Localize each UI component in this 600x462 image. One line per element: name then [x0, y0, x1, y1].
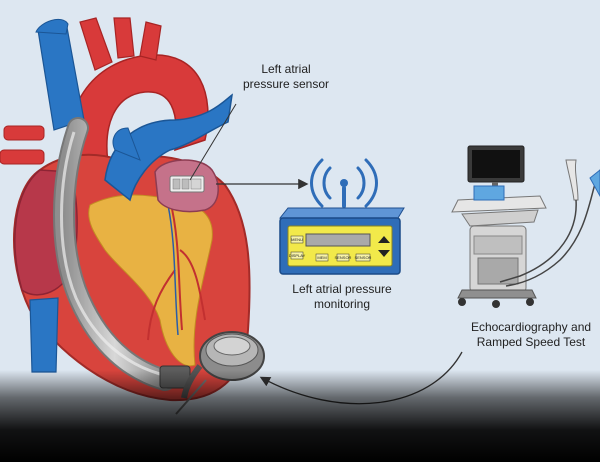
superior-vena-cava: [37, 21, 85, 131]
pulmonary-vein-left-2: [0, 149, 45, 165]
monitor-button-mem-label: MEM: [317, 255, 326, 260]
pulmonary-artery-branch: [112, 127, 141, 161]
down-arrow-icon: [378, 250, 390, 257]
aortic-branch-1: [79, 17, 113, 71]
coronary-artery: [147, 199, 206, 341]
monitor-label: Left atrial pressure monitoring: [272, 282, 412, 312]
ultrasound-machine: [451, 145, 600, 308]
aortic-branch-2: [113, 17, 135, 59]
wireless-signal-icon: [310, 158, 378, 208]
monitor-button-mem: [315, 253, 329, 262]
aortic-branch-3: [139, 21, 162, 61]
monitor-button-sensor-2: [355, 253, 371, 262]
pulmonary-vein-left-1: [3, 125, 45, 141]
sensor-label: Left atrial pressure sensor: [226, 62, 346, 92]
monitor-button-menu-label: MENU: [291, 237, 303, 242]
lap-monitor-device: MENU DISPLAY MEM SENSOR SENSOR: [278, 207, 405, 275]
heart-illustration: [0, 17, 265, 415]
sensor-label-line-1: Left atrial: [261, 62, 311, 76]
monitor-button-sensor-1: [336, 253, 350, 262]
inferior-vena-cava: [29, 297, 59, 373]
monitor-button-sensor-2-label: SENSOR: [355, 255, 372, 260]
pulmonary-artery: [104, 93, 234, 202]
pressure-sensor-device: [169, 175, 205, 193]
sensor-leader-line: [189, 103, 237, 181]
monitor-label-line-2: monitoring: [313, 297, 371, 311]
monitor-label-line-1: Left atrial pressure: [292, 282, 392, 296]
lvad-graft-highlight: [60, 131, 161, 376]
monitor-button-sensor-1-label: SENSOR: [335, 255, 352, 260]
monitor-button-menu: [290, 235, 304, 244]
echo-label-line-2: Ramped Speed Test: [476, 335, 586, 349]
coronary-vein: [167, 204, 179, 336]
up-arrow-icon: [378, 236, 390, 243]
echo-label-line-1: Echocardiography and: [470, 320, 592, 334]
monitor-button-display: [290, 251, 304, 260]
monitor-button-display-label: DISPLAY: [289, 253, 306, 258]
echo-label: Echocardiography and Ramped Speed Test: [462, 320, 600, 350]
sensor-label-line-2: pressure sensor: [242, 77, 330, 91]
vena-cava-top: [35, 19, 69, 35]
lvad-graft-inner: [55, 119, 174, 389]
curved-arrow-icon: [259, 351, 463, 405]
